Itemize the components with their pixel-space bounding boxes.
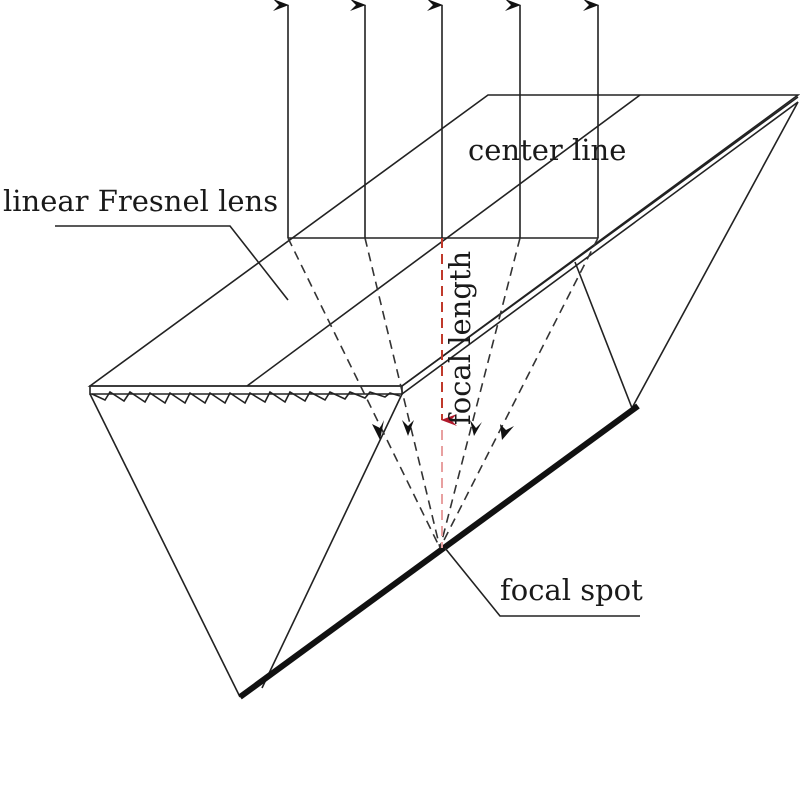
lens-center-line [246, 94, 641, 387]
refracted-arrow-5 [500, 424, 514, 440]
refracted-arrow-1 [372, 420, 384, 440]
fresnel-teeth [91, 390, 401, 405]
center-line-label: center line [468, 133, 626, 167]
trough-inner-edge [261, 393, 403, 689]
refracted-ray-5 [439, 237, 599, 549]
refracted-ray-1 [287, 237, 441, 549]
focal-length-label: focal length [443, 251, 477, 425]
lens-leader-line [55, 225, 289, 301]
refracted-ray-4 [439, 237, 521, 549]
trough-back-inner [574, 261, 633, 409]
focal-spot-leader-line [444, 547, 640, 617]
refracted-arrow-4 [470, 420, 482, 436]
focal-spot-label: focal spot [500, 573, 643, 607]
refracted-ray-2 [364, 237, 441, 549]
trough-back-right [631, 101, 799, 409]
absorber-line [238, 403, 640, 700]
lens-label: linear Fresnel lens [3, 184, 278, 218]
lens-side-edge-inner [401, 96, 799, 387]
refracted-arrow-2 [402, 420, 414, 436]
trough-left-edge [89, 393, 241, 698]
lens-side-edge [401, 101, 799, 395]
lens-front-edge [89, 385, 403, 395]
